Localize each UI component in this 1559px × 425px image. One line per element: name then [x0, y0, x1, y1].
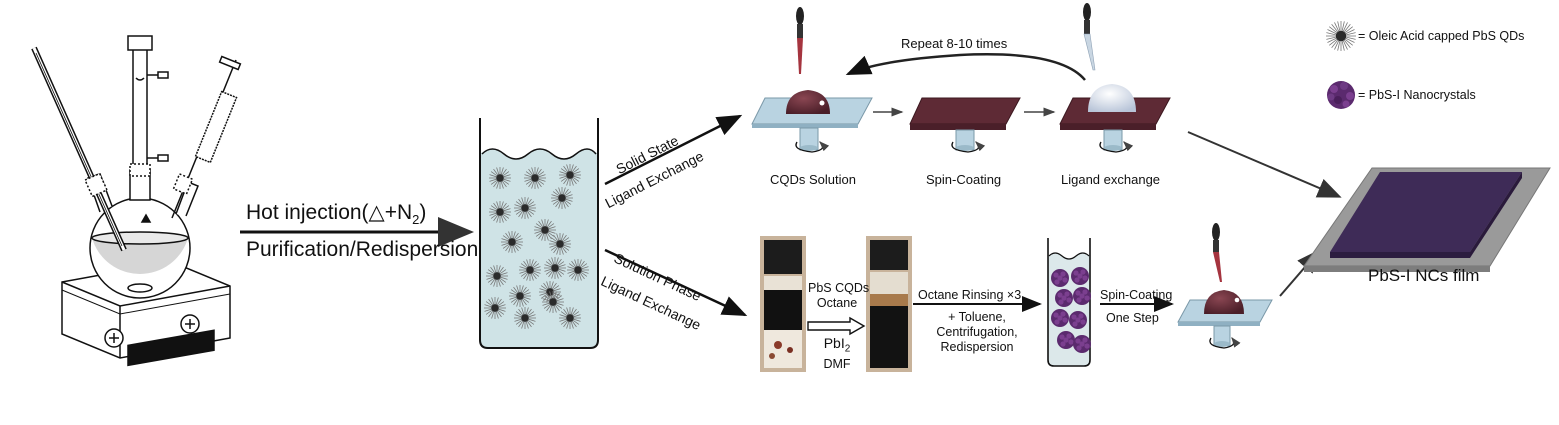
final-film	[1303, 167, 1551, 272]
stage-label-ligand: Ligand exchange	[1061, 172, 1161, 187]
toluene-text: + Toluene,	[948, 310, 1006, 324]
repeat-arrow	[845, 53, 1086, 81]
repeat-label: Repeat 8-10 times	[901, 36, 1008, 51]
legend-nc-icon	[1327, 81, 1355, 109]
redispersion-text: Redispersion	[940, 340, 1014, 354]
dropper-3	[1212, 223, 1222, 282]
n2-subscript: 2	[412, 212, 420, 228]
stage-label-cqds: CQDs Solution	[770, 172, 856, 187]
spin-stage-3	[1059, 84, 1171, 153]
spin-stage-1	[751, 90, 873, 153]
solid-route-arrow	[604, 114, 743, 186]
rinse-label-1: Octane Rinsing ×3	[918, 288, 1022, 302]
qd-dots	[484, 164, 589, 329]
reaction-apparatus	[31, 35, 242, 367]
nc-cluster	[1073, 287, 1091, 305]
solution-route-arrow	[604, 248, 748, 317]
vial-before	[760, 236, 806, 372]
quantum-dot	[489, 167, 511, 189]
spin-stage-2	[909, 97, 1021, 153]
vial-after	[866, 236, 912, 372]
spin-stage-4	[1177, 290, 1273, 349]
stage-label-spin: Spin-Coating	[926, 172, 1002, 187]
hot-injection-label: Hot injection(△+N2)	[246, 200, 426, 227]
quantum-dot	[559, 307, 581, 329]
hot-injection-text: Hot injection(△+N	[246, 201, 413, 224]
quantum-dot	[484, 297, 506, 319]
pbi-text: PbI	[823, 335, 845, 351]
octane-text: Octane	[816, 296, 858, 310]
nc-clusters	[1051, 267, 1091, 353]
pbs-cqds-text: PbS CQDs	[808, 281, 870, 295]
nc-cluster	[1051, 269, 1069, 287]
quantum-dot	[489, 201, 511, 223]
condenser	[127, 35, 169, 177]
quantum-dot	[486, 265, 508, 287]
purification-label: Purification/Redispersion	[246, 238, 479, 261]
dmf-text: DMF	[823, 356, 851, 371]
quantum-dot	[542, 291, 564, 313]
quantum-dot	[544, 257, 566, 279]
legend-nc-label: = PbS-I Nanocrystals	[1358, 88, 1476, 102]
nc-cluster	[1071, 267, 1089, 285]
nc-cluster	[1073, 335, 1091, 353]
quantum-dot	[567, 259, 589, 281]
pbi-subscript: 2	[844, 343, 851, 355]
spin-one-step-label-1: Spin-Coating	[1100, 288, 1173, 302]
syringe	[171, 55, 242, 219]
vial-transfer-arrow	[807, 316, 866, 336]
quantum-dot	[559, 164, 581, 186]
vial-label-bottom: PbI2 DMF	[808, 336, 866, 372]
quantum-dot	[501, 231, 523, 253]
quantum-dot	[519, 259, 541, 281]
quantum-dot	[549, 233, 571, 255]
nc-cluster	[1069, 311, 1087, 329]
qd-beaker	[479, 118, 599, 349]
quantum-dot	[524, 167, 546, 189]
nc-cluster	[1051, 309, 1069, 327]
nc-beaker	[1047, 238, 1091, 367]
thermometer	[31, 46, 127, 252]
vial-label-top: PbS CQDs Octane	[808, 281, 870, 311]
spin-one-step-label-2: One Step	[1106, 311, 1159, 325]
quantum-dot	[514, 197, 536, 219]
quantum-dot	[514, 307, 536, 329]
quantum-dot	[551, 187, 573, 209]
dropper-1	[796, 7, 804, 74]
quantum-dot	[534, 219, 556, 241]
quantum-dot	[1326, 21, 1356, 51]
round-bottom-flask	[87, 169, 199, 299]
quantum-dot	[509, 285, 531, 307]
dropper-2	[1083, 3, 1096, 71]
rinse-label-rest: + Toluene, Centrifugation, Redispersion	[912, 310, 1042, 355]
hot-injection-close: )	[419, 201, 427, 224]
legend-qd-icon	[1326, 21, 1356, 51]
legend-qd-label: = Oleic Acid capped PbS QDs	[1358, 29, 1525, 43]
solid-to-film-arrow	[1187, 131, 1342, 198]
nc-cluster	[1057, 331, 1075, 349]
nc-cluster	[1055, 289, 1073, 307]
film-label: PbS-I NCs film	[1368, 266, 1480, 285]
centrifugation-text: Centrifugation,	[936, 325, 1018, 339]
hot-plate	[61, 261, 231, 367]
